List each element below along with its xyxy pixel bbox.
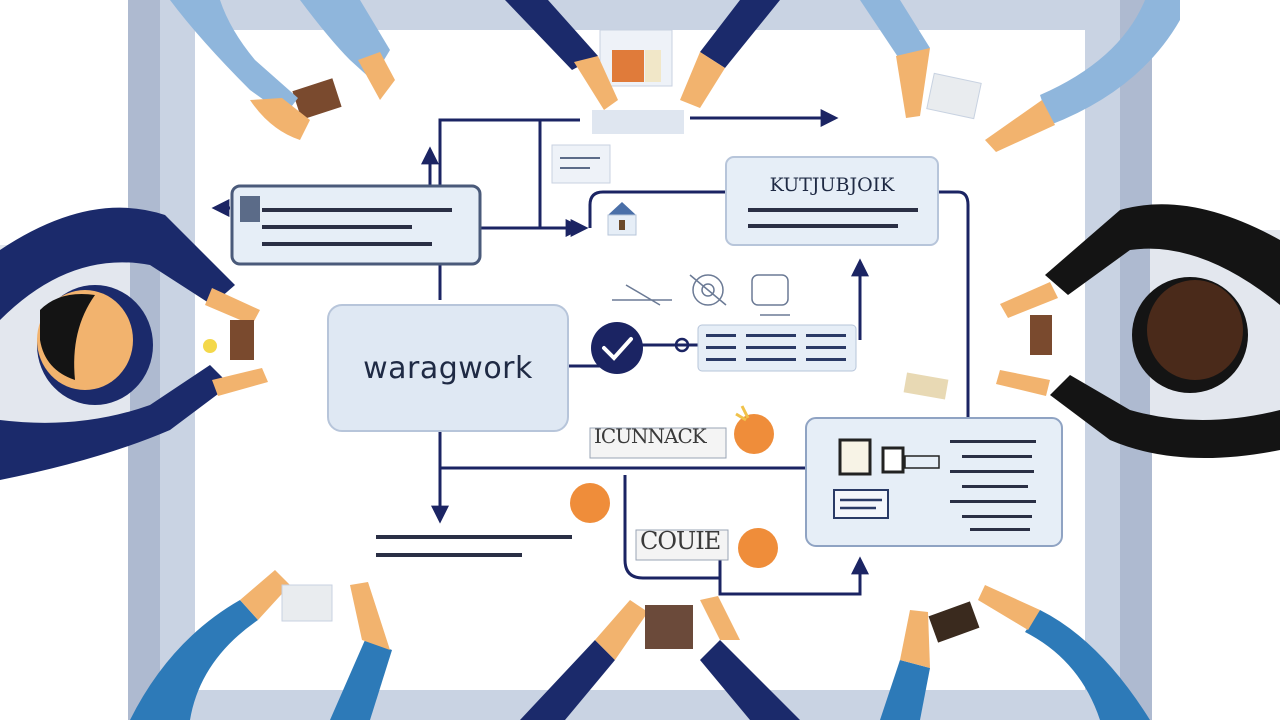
upload-icon (607, 202, 637, 236)
check-circle-icon (591, 322, 690, 374)
central-box (327, 304, 569, 432)
lightbulb-icon (203, 339, 778, 568)
task-card-left (230, 184, 482, 266)
task-card-right (725, 156, 939, 246)
gear-icon (612, 274, 790, 316)
data-strip (697, 324, 857, 372)
caption-lines (376, 535, 572, 557)
task-card-bottom (805, 417, 1063, 547)
paper-notes (292, 29, 982, 400)
stamp-boxes (589, 427, 729, 561)
flow-connectors (211, 109, 970, 596)
